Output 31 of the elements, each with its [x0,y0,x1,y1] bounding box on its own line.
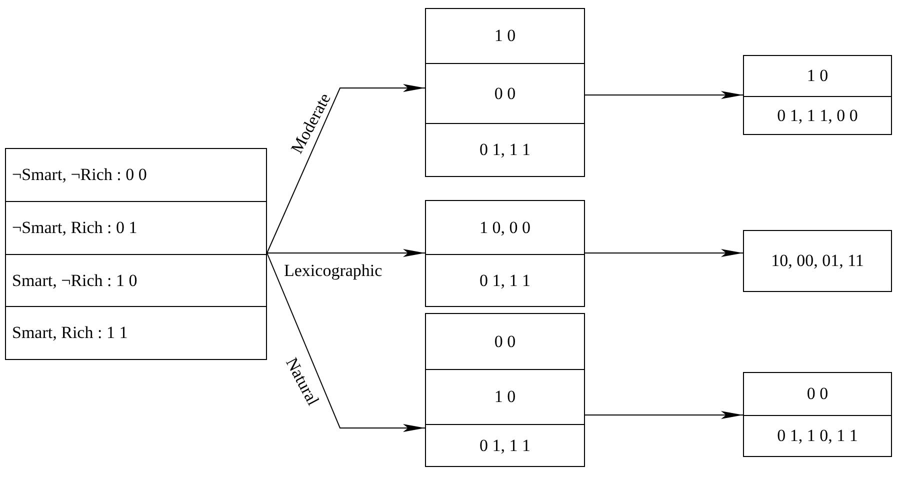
ranking-row: ¬Smart, Rich : 0 1 [6,201,266,254]
ranking-row: 0 1, 1 1 [426,123,584,176]
ranking-row-text: 0 0 [493,330,517,352]
ranking-row: 0 1, 1 1 [426,424,584,466]
ranking-box [425,200,585,307]
ranking-box [425,313,585,467]
ranking-box [743,372,892,457]
ranking-box [743,55,892,135]
ranking-box [743,230,892,292]
arrow [266,84,426,254]
ranking-row-text: 1 0, 0 0 [478,216,532,238]
ranking-row: 0 1, 1 0, 1 1 [744,415,891,456]
ranking-row: 0 0 [426,63,584,123]
arrow [266,252,426,432]
ranking-box [425,8,585,177]
ranking-row-text: 0 0 [806,383,830,405]
ranking-row-text: 10, 00, 01, 11 [770,250,865,272]
arrow [266,249,426,257]
ranking-row-text: 1 0 [806,65,830,87]
ranking-row: 0 1, 1 1, 0 0 [744,96,891,134]
edge-label: Lexicographic [284,262,382,279]
arrow [584,411,744,419]
ranking-row: Smart, Rich : 1 1 [6,306,266,359]
arrow [584,249,744,257]
ranking-row: 1 0 [426,369,584,424]
ranking-row-text: ¬Smart, ¬Rich : 0 0 [11,164,148,186]
ranking-row: Smart, ¬Rich : 1 0 [6,254,266,306]
ranking-row-text: 1 0 [493,25,517,47]
ranking-row: 0 1, 1 1 [426,254,584,306]
arrow [584,91,744,99]
ranking-box [5,148,267,360]
